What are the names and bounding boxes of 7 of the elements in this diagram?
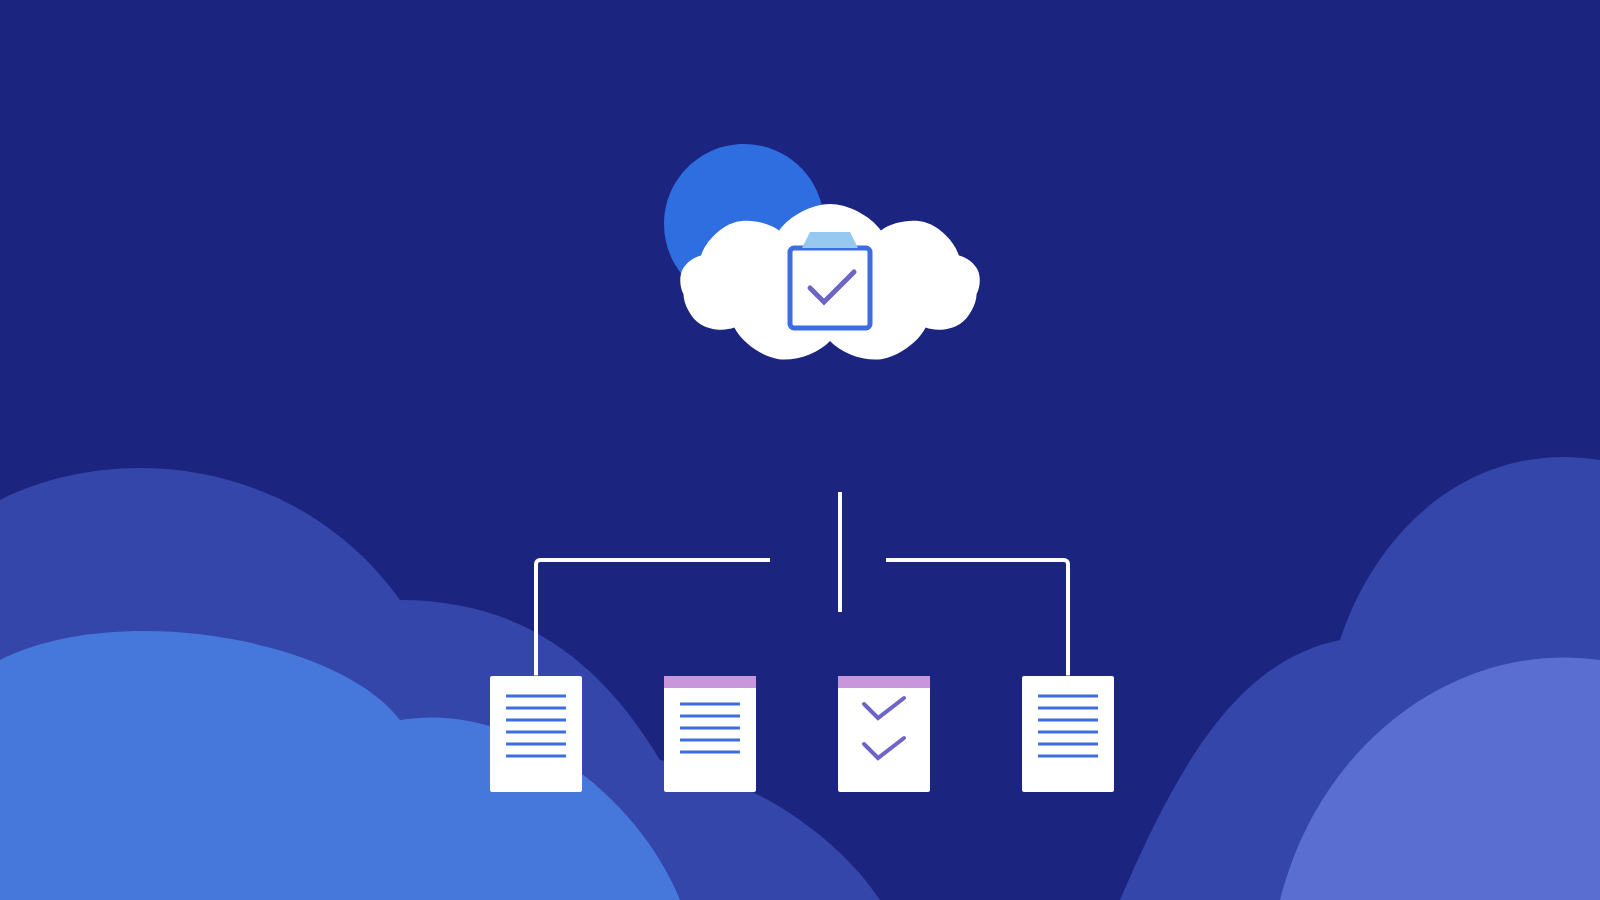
cloud-icon [664, 144, 980, 360]
checklist-icon [838, 676, 930, 792]
connector-line [534, 558, 770, 676]
document-icon [1022, 676, 1114, 792]
document-icon [664, 676, 756, 792]
document-icon [490, 676, 582, 792]
connector-line [886, 558, 1070, 676]
